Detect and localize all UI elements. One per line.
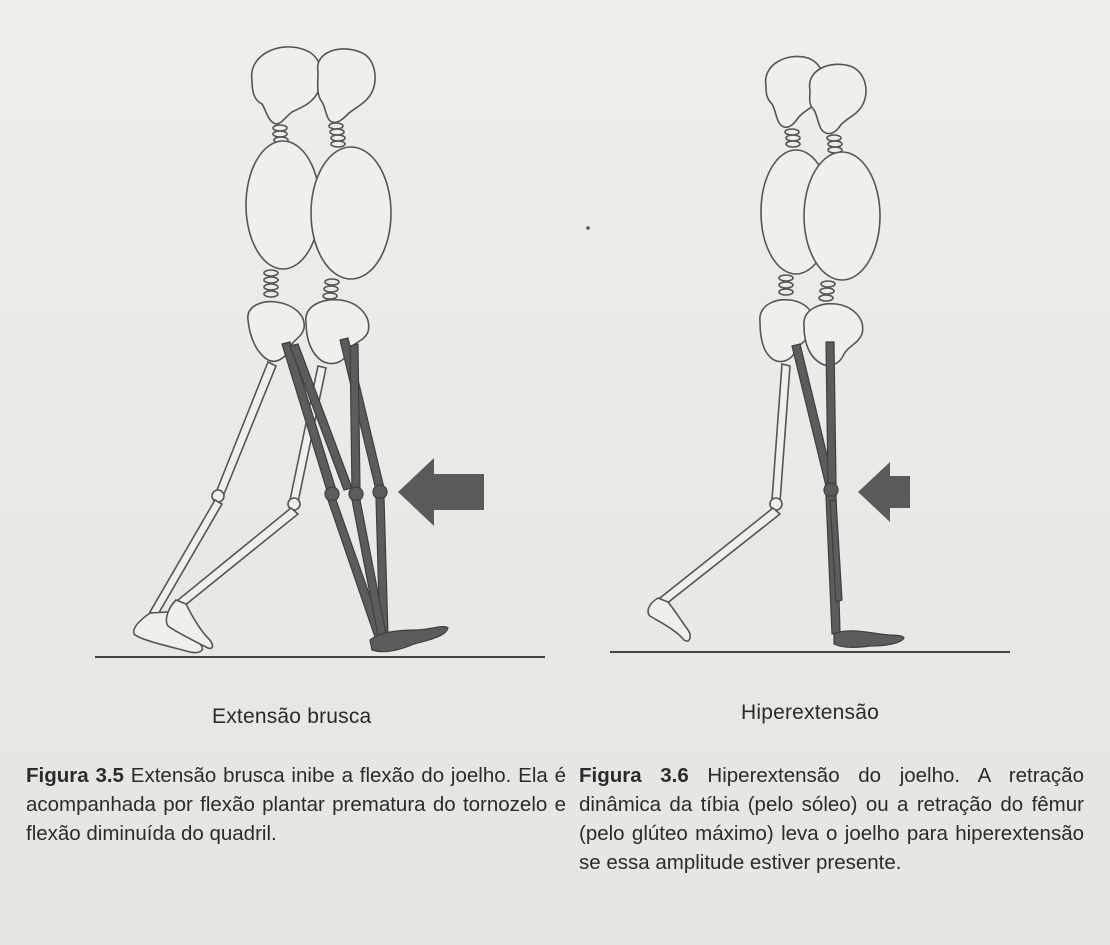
- pelvis-front: [306, 300, 369, 364]
- figure-3-5-label: Extensão brusca: [212, 705, 371, 729]
- figure-3-6-illustration: [586, 56, 1010, 652]
- ribcage-back: [246, 141, 320, 269]
- skull-front: [318, 49, 376, 122]
- tibia-front-trailing: [178, 508, 298, 606]
- skull-back: [252, 47, 322, 124]
- figure-3-6-caption: Figura 3.6 Hiperextensão do joelho. A re…: [579, 761, 1084, 877]
- femur-back-left: [217, 362, 276, 494]
- figure-3-5-illustration: [95, 47, 545, 657]
- neck-right-back: [785, 129, 800, 147]
- ribcage-right-front: [804, 152, 880, 280]
- ribcage-front: [311, 147, 391, 279]
- lumbar-back: [264, 270, 278, 297]
- skeleton-right-back: [648, 56, 831, 641]
- skull-right-front: [810, 64, 866, 133]
- arrow-right-figure: [858, 462, 910, 522]
- lumbar-front: [323, 279, 339, 299]
- foot-right-trailing: [648, 598, 690, 641]
- neck-back: [273, 125, 288, 143]
- skeleton-right-front: [804, 64, 880, 365]
- figure-3-5-caption: Figura 3.5 Extensão brusca inibe a flexã…: [26, 761, 566, 848]
- figure-3-5-number: Figura 3.5: [26, 764, 124, 787]
- femur-right-trailing: [772, 364, 790, 502]
- figure-3-6-number: Figura 3.6: [579, 764, 689, 787]
- tibia-right-trailing: [660, 508, 780, 604]
- neck-right-front: [827, 135, 842, 153]
- neck-front: [329, 123, 345, 147]
- figure-3-6-label: Hiperextensão: [741, 701, 879, 725]
- arrow-left-figure: [398, 458, 484, 526]
- lumbar-right-front: [819, 281, 835, 301]
- lumbar-right-back: [779, 275, 793, 295]
- page-speck: [586, 226, 590, 230]
